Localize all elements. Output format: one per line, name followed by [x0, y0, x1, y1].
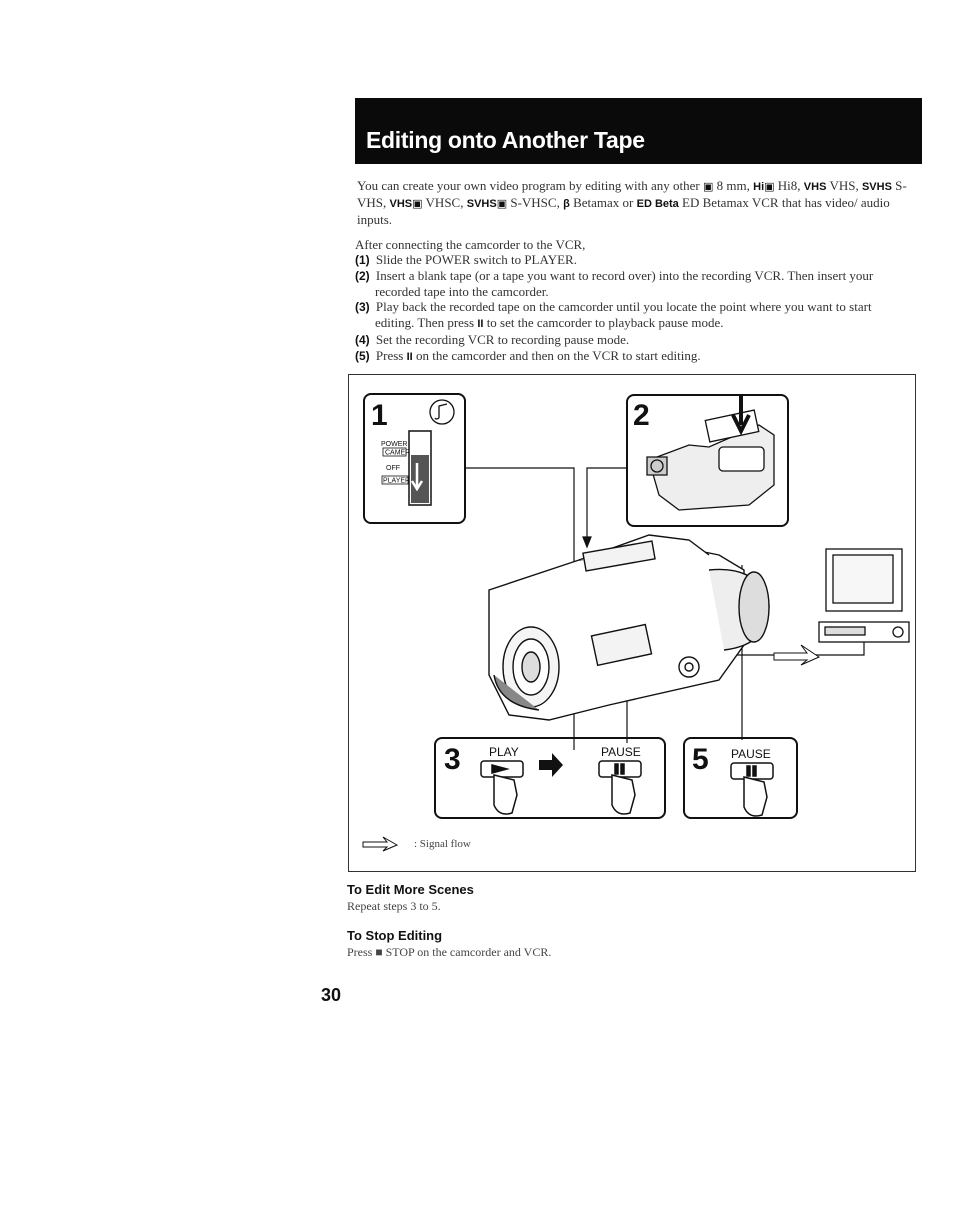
player-label-box — [381, 475, 409, 485]
step-text: Press — [375, 348, 404, 363]
pause-label: PAUSE — [601, 745, 641, 759]
stop-editing-section: To Stop Editing Press ■ STOP on the camc… — [347, 928, 551, 960]
pause-label: PAUSE — [731, 747, 771, 761]
intro-text-2: 8 mm, — [716, 178, 750, 193]
pause-symbol: II — [477, 318, 484, 330]
step-text-c: to set the camcorder to playback pause m… — [486, 315, 724, 330]
step-number: (4) — [355, 333, 370, 347]
intro-text-1: You can create your own video program by… — [357, 178, 700, 193]
format-vhs-logo: VHS — [803, 181, 827, 193]
section-heading: To Edit More Scenes — [347, 882, 474, 897]
step-5-number: 5 — [692, 743, 709, 776]
camcorder-tape-illustration — [646, 395, 775, 511]
step-number: (2) — [355, 269, 370, 283]
title-bar — [355, 98, 922, 164]
step-text: Insert a blank tape (or a tape you want … — [375, 268, 874, 283]
section-body-a: Press — [347, 945, 373, 959]
intro-text-3: Hi8, — [777, 178, 801, 193]
step-text: Play back the recorded tape on the camco… — [375, 299, 872, 314]
signal-flow-legend-icon — [362, 836, 399, 852]
power-label: POWER — [381, 441, 407, 448]
format-edbeta-logo: ED Beta — [636, 198, 679, 210]
panel-step-5 — [683, 737, 798, 819]
pause-symbol: II — [406, 351, 413, 363]
music-note-icon — [429, 399, 455, 425]
step-text-cont: recorded tape into the camcorder. — [375, 284, 549, 299]
step-text: Set the recording VCR to recording pause… — [375, 332, 630, 347]
panel-step-1 — [363, 393, 466, 524]
intro-paragraph: You can create your own video program by… — [357, 178, 917, 227]
off-label: OFF — [386, 465, 400, 472]
intro-text-9: ED Betamax VCR that has video/ audio inp… — [357, 195, 890, 227]
format-8mm-logo: ▣ — [703, 181, 714, 193]
intro-text-6: VHSC, — [425, 195, 464, 210]
intro-text-5: S-VHS, — [357, 178, 907, 210]
step-3-number: 3 — [444, 743, 461, 776]
step-2-number: 2 — [633, 399, 650, 432]
format-beta-logo: β — [563, 198, 570, 210]
format-hi8-logo: Hi▣ — [753, 181, 775, 193]
step-3: (3) Play back the recorded tape on the c… — [355, 299, 920, 332]
step-number: (3) — [355, 300, 370, 314]
format-svhs-logo: SVHS — [861, 181, 892, 193]
down-arrow-icon — [410, 463, 424, 492]
camera-label-box — [382, 447, 407, 457]
steps-lead: After connecting the camcorder to the VC… — [355, 237, 586, 252]
camcorder-illustration — [488, 534, 770, 721]
arrow-right-icon — [539, 753, 563, 777]
pause-button-icon — [730, 762, 774, 817]
edit-more-section: To Edit More Scenes Repeat steps 3 to 5. — [347, 882, 474, 914]
intro-text-8: Betamax or — [573, 195, 634, 210]
play-label: PLAY — [489, 745, 519, 759]
step-1: (1) Slide the POWER switch to PLAYER. — [355, 252, 920, 268]
step-number: (5) — [355, 349, 370, 363]
step-text-cont: editing. Then press II to set the camcor… — [355, 315, 920, 332]
play-button-icon — [480, 760, 524, 815]
page-number: 30 — [321, 985, 342, 1005]
step-text-c: on the camcorder and then on the VCR to … — [416, 348, 701, 363]
steps-list: After connecting the camcorder to the VC… — [355, 237, 920, 365]
signal-flow-label: : Signal flow — [414, 838, 471, 850]
format-svhsc-logo: SVHS▣ — [466, 198, 508, 210]
step-number: (1) — [355, 253, 370, 267]
diagram-frame — [348, 374, 916, 872]
tv-vcr-illustration — [818, 548, 910, 643]
step-2: (2) Insert a blank tape (or a tape you w… — [355, 268, 920, 299]
section-body: Repeat steps 3 to 5. — [347, 899, 441, 913]
panel-step-2 — [626, 394, 789, 527]
section-body-b: STOP on the camcorder and VCR. — [385, 945, 552, 959]
intro-text-4: VHS, — [829, 178, 859, 193]
power-switch-slider — [411, 455, 429, 503]
section-body: Press ■ STOP on the camcorder and VCR. — [347, 945, 551, 960]
format-vhsc-logo: VHS▣ — [389, 198, 423, 210]
step-1-number: 1 — [371, 399, 388, 432]
editing-diagram: 1 POWER CAMERA OFF PLAYER 2 — [362, 393, 910, 852]
step-4: (4) Set the recording VCR to recording p… — [355, 332, 920, 348]
section-heading: To Stop Editing — [347, 928, 443, 943]
pause-button-icon — [598, 760, 642, 815]
step-text-b: editing. Then press — [375, 315, 475, 330]
intro-text-7: S-VHSC, — [510, 195, 560, 210]
player-label: PLAYER — [383, 478, 410, 485]
step-text: Slide the POWER switch to PLAYER. — [375, 252, 577, 267]
signal-flow-arrow — [773, 644, 821, 666]
panel-step-3 — [434, 737, 666, 819]
page-title: Editing onto Another Tape — [366, 127, 645, 153]
camera-label: CAMERA — [385, 450, 415, 457]
step-5: (5) Press II on the camcorder and then o… — [355, 348, 920, 365]
stop-icon: ■ — [375, 945, 383, 959]
